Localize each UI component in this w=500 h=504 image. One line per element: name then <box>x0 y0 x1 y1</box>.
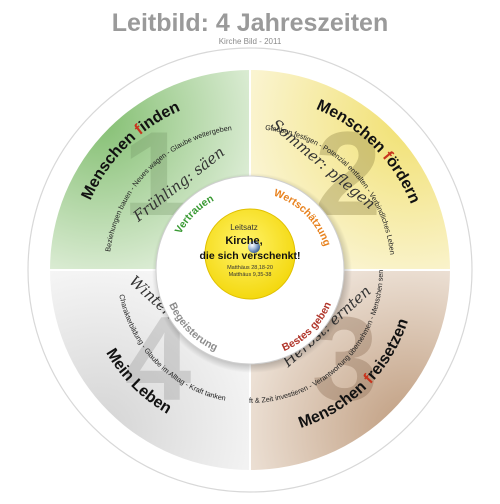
center-circle <box>204 208 296 300</box>
center-line2: die sich verschenkt! <box>200 250 301 262</box>
page-subtitle: Kirche Bild - 2011 <box>219 37 282 46</box>
center-ref1: Matthäus 28,18-20 <box>227 265 273 271</box>
center-label: Leitsatz <box>230 223 258 232</box>
center-line1: Kirche, <box>225 235 262 247</box>
globe-icon <box>248 241 260 253</box>
page-title: Leitbild: 4 Jahreszeiten <box>112 9 388 37</box>
center-ref2: Matthäus 9,35-38 <box>229 272 272 278</box>
